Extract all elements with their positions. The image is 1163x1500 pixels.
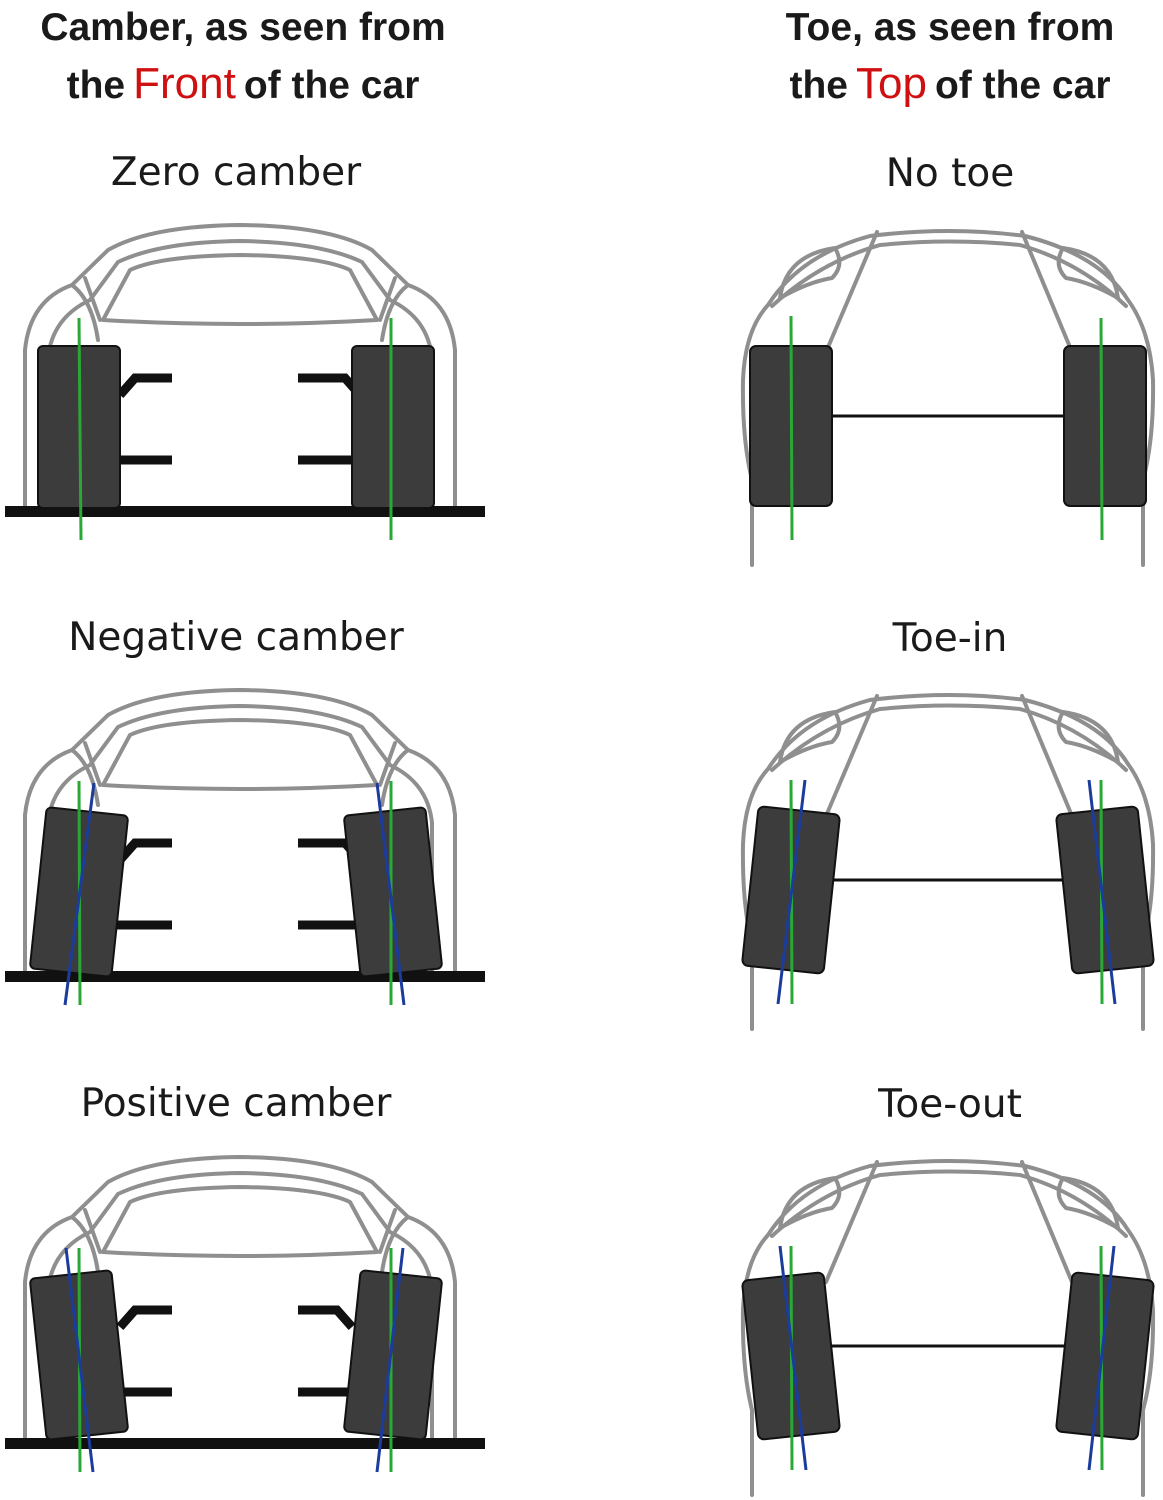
camber-header-the: the: [66, 64, 126, 107]
toe-header-the: the: [789, 64, 849, 107]
upper-control-arm: [116, 838, 172, 863]
toe-out-figure: [740, 1159, 1156, 1497]
camber-title-positive: Positive camber: [80, 1081, 392, 1126]
tire-right: [1055, 1271, 1155, 1441]
toe-header-rest: of the car: [934, 64, 1111, 107]
tire-right: [343, 806, 443, 978]
camber-title-zero: Zero camber: [110, 150, 362, 195]
ground-line: [5, 506, 485, 517]
tire-right: [351, 345, 435, 509]
tire-right: [343, 1269, 443, 1441]
upper-control-arm: [298, 373, 364, 398]
camber-angle-line: [375, 1247, 405, 1473]
camber-angle-line: [64, 1247, 95, 1473]
upper-control-arm: [116, 373, 172, 398]
upper-control-arm: [116, 1305, 172, 1330]
toe-angle-line: [776, 779, 807, 1005]
negative-camber-figure: [5, 688, 485, 1006]
ground-line: [5, 1438, 485, 1449]
camber-header-line1: Camber, as seen from: [40, 6, 446, 49]
straight-reference-line: [789, 315, 794, 541]
straight-reference-line: [1099, 317, 1104, 541]
camber-header-highlight: Front: [133, 59, 236, 108]
toe-title-none: No toe: [885, 151, 1015, 196]
toe-angle-line: [1087, 1245, 1116, 1471]
toe-header-line1: Toe, as seen from: [785, 6, 1115, 49]
positive-camber-figure: [5, 1155, 485, 1473]
toe-header-highlight: Top: [856, 59, 927, 108]
vertical-reference-line: [77, 317, 83, 541]
camber-header-rest: of the car: [243, 64, 420, 107]
toe-in-figure: [740, 693, 1156, 1031]
upper-control-arm: [298, 1305, 356, 1330]
camber-angle-line: [375, 782, 406, 1006]
toe-angle-line: [1087, 779, 1117, 1005]
toe-angle-line: [778, 1245, 808, 1471]
toe-title-in: Toe-in: [892, 616, 1008, 661]
camber-title-negative: Negative camber: [68, 615, 404, 660]
camber-angle-line: [63, 782, 96, 1006]
toe-title-out: Toe-out: [878, 1082, 1022, 1127]
zero-camber-figure: [5, 223, 485, 541]
ground-line: [5, 971, 485, 982]
no-toe-figure: [740, 229, 1156, 567]
tire-right: [1055, 805, 1155, 975]
tire-right: [1063, 345, 1147, 507]
